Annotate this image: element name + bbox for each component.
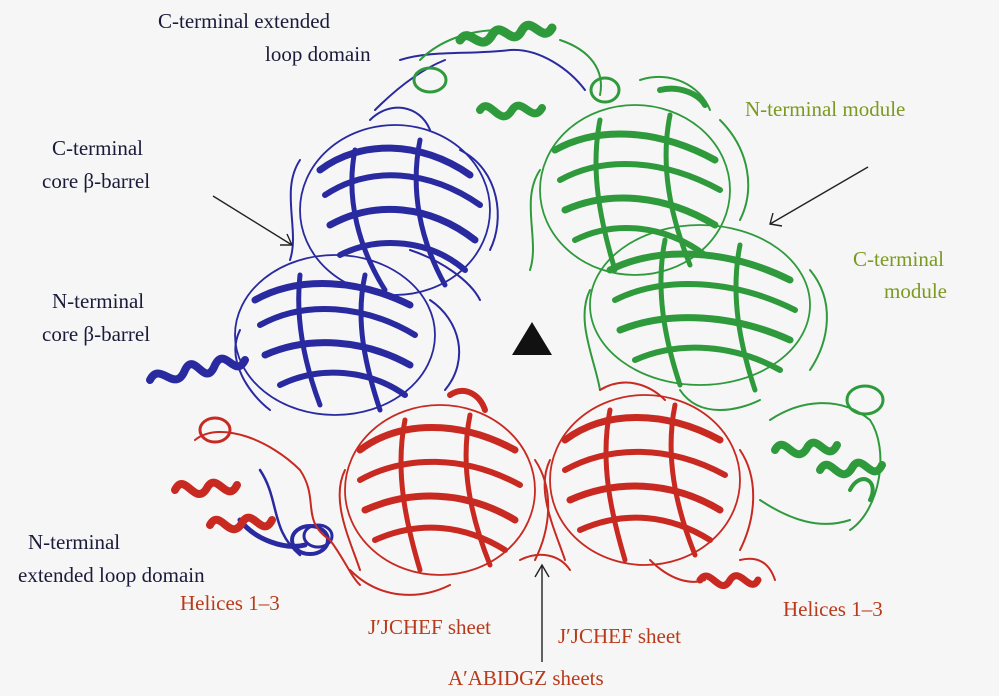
label-n-module: N-terminal module — [745, 97, 905, 121]
leader-arrows — [213, 167, 868, 662]
label-c-core-line1: C-terminal — [52, 136, 143, 160]
red-subunit — [175, 383, 775, 595]
label-n-ext-loop-line2: extended loop domain — [18, 563, 205, 587]
blue-n-core-barrel — [235, 250, 480, 415]
threefold-axis-triangle-icon — [512, 322, 552, 355]
blue-helix-left — [150, 359, 245, 380]
label-sheet-left: J′JCHEF sheet — [368, 615, 491, 639]
label-helices-right: Helices 1–3 — [783, 597, 883, 621]
blue-c-core-barrel — [290, 108, 498, 295]
red-left-barrel — [340, 391, 549, 575]
blue-n-ext-loop — [240, 470, 332, 555]
label-c-ext-loop-line1: C-terminal extended — [158, 9, 331, 33]
label-c-module-line1: C-terminal — [853, 247, 944, 271]
label-c-module-line2: module — [884, 279, 947, 303]
label-helices-left: Helices 1–3 — [180, 591, 280, 615]
green-n-module-barrel — [530, 77, 748, 275]
label-sheet-right: J′JCHEF sheet — [558, 624, 681, 648]
label-sheets-bottom: A′ABIDGZ sheets — [448, 666, 604, 690]
green-right-helices — [760, 386, 883, 530]
label-n-core-line1: N-terminal — [52, 289, 144, 313]
green-top-helices — [414, 25, 619, 116]
label-c-core-line2: core β-barrel — [42, 169, 150, 193]
arrow-n-module — [770, 167, 868, 224]
label-n-core-line2: core β-barrel — [42, 322, 150, 346]
label-n-ext-loop-line1: N-terminal — [28, 530, 120, 554]
arrow-c-core — [213, 196, 292, 245]
label-c-ext-loop-line2: loop domain — [265, 42, 371, 66]
red-left-helices — [175, 418, 360, 585]
